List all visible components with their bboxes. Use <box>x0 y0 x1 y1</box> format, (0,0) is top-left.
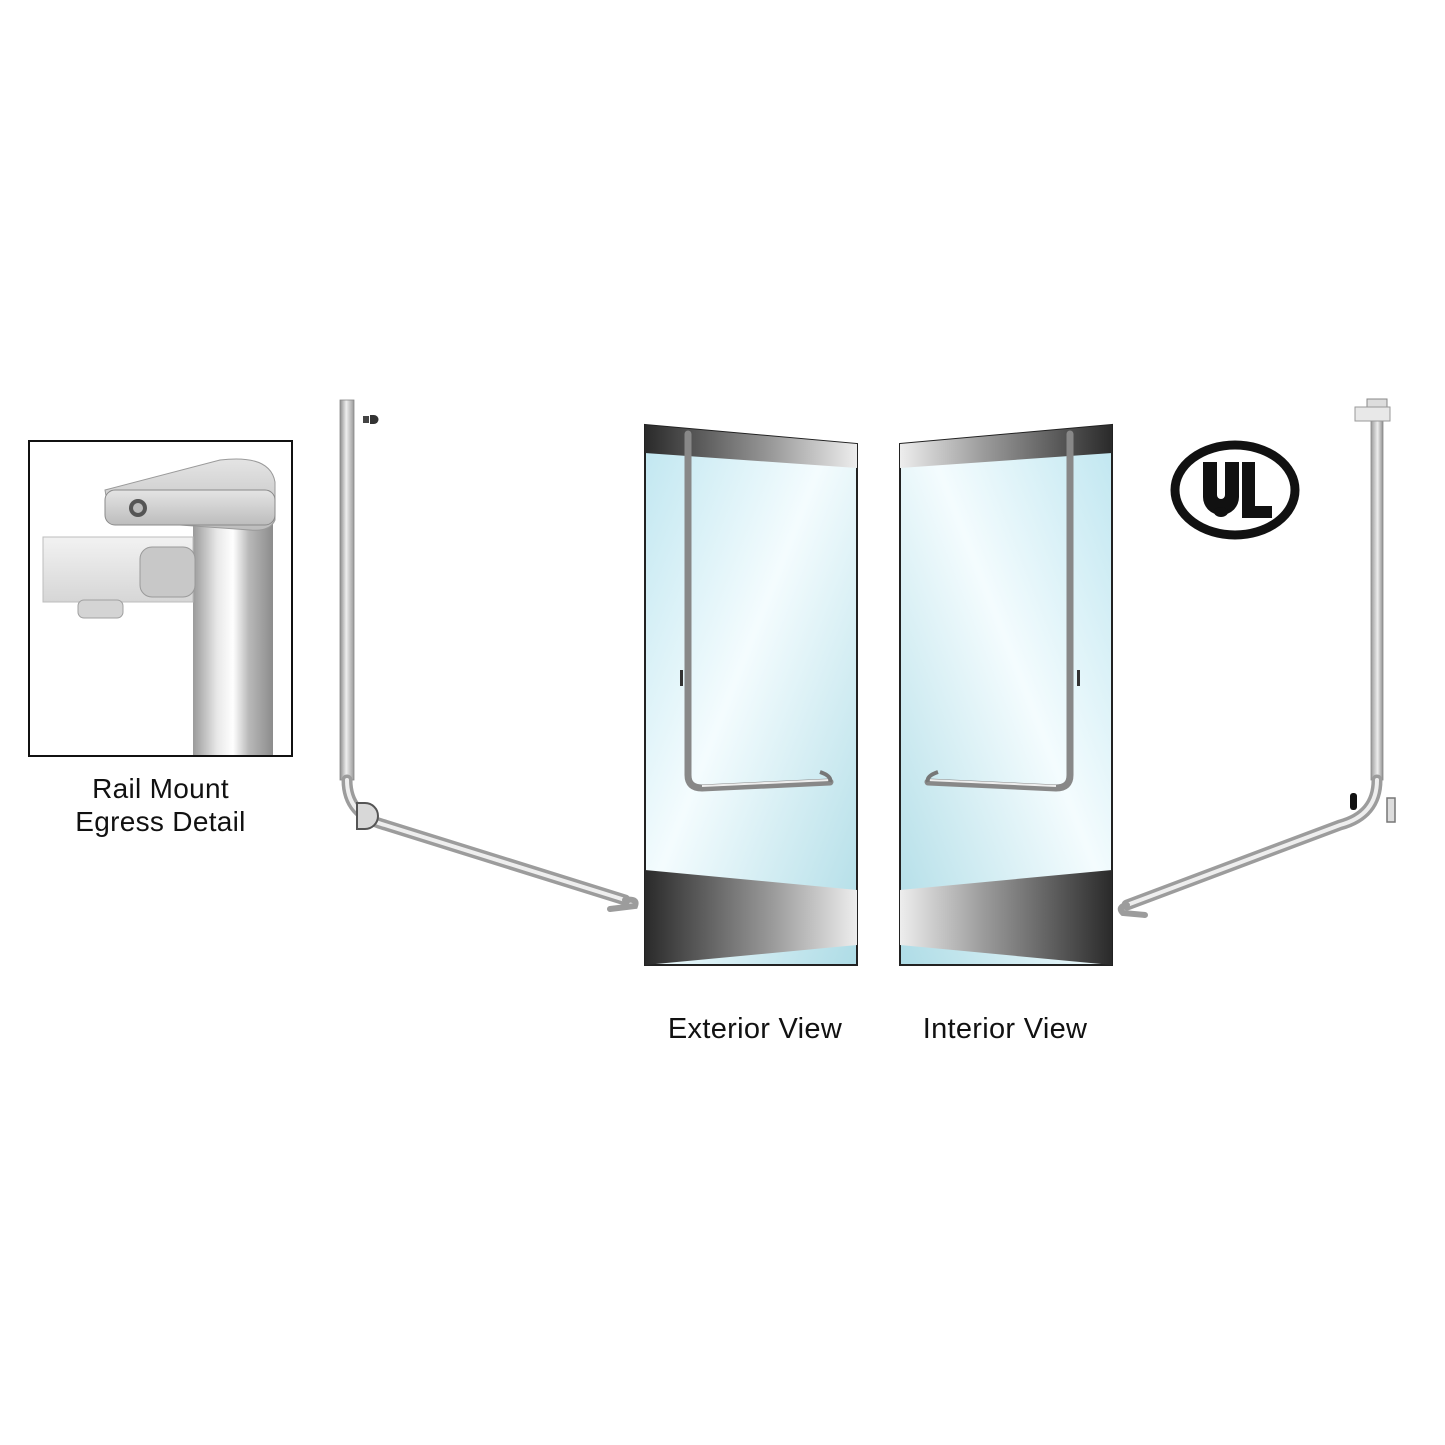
top-clip-icon <box>363 415 379 424</box>
interior-view-label: Interior View <box>922 1013 1088 1045</box>
top-mount-bracket-icon <box>1354 398 1391 422</box>
ul-logo-icon <box>1170 440 1300 540</box>
rail-mount-bracket-illustration <box>42 458 276 755</box>
interior-door-illustration <box>899 423 1113 966</box>
right-egress-rail <box>1117 398 1396 918</box>
detail-caption-line1: Rail Mount <box>92 773 229 804</box>
left-egress-rail <box>339 399 639 912</box>
latch-keeper-icon <box>1350 793 1357 810</box>
exterior-view-label: Exterior View <box>667 1013 843 1045</box>
side-clip-icon <box>1386 797 1396 823</box>
detail-caption-line2: Egress Detail <box>75 806 246 837</box>
detail-caption: Rail Mount Egress Detail <box>28 772 293 838</box>
ul-certification-logo <box>1170 440 1300 540</box>
rail-mount-detail-image <box>28 440 293 757</box>
mid-bracket-icon <box>356 802 379 830</box>
exterior-door-illustration <box>644 423 858 966</box>
